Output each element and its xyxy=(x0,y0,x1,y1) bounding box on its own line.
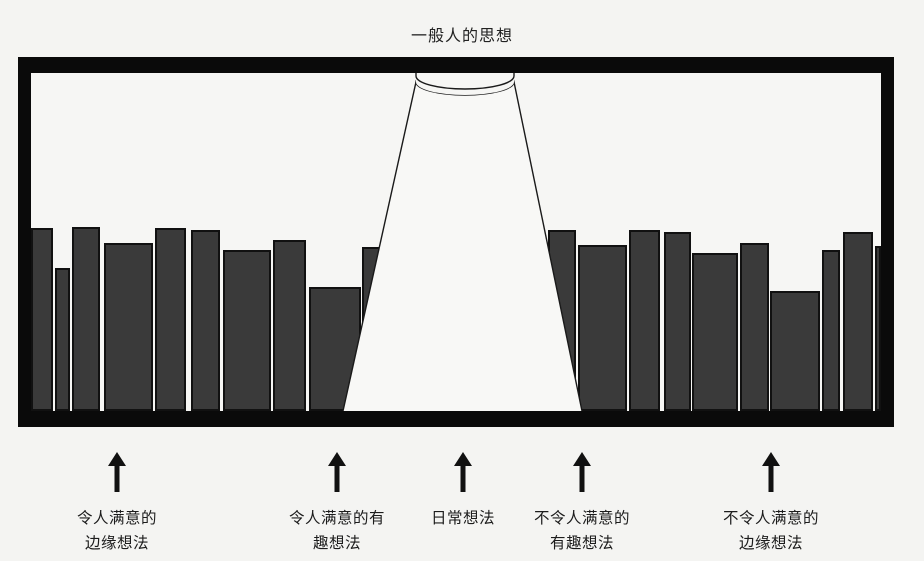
marker-label-line2: 边缘想法 xyxy=(84,534,149,552)
marker-label-line1: 令人满意的 xyxy=(76,509,157,527)
marker-label-line2: 有趣想法 xyxy=(549,534,614,552)
arrow-up-icon xyxy=(328,452,346,492)
book-right-9 xyxy=(875,246,881,411)
arrow-up-icon xyxy=(762,452,780,492)
book-right-4 xyxy=(692,253,738,411)
marker-label: 不令人满意的有趣想法 xyxy=(502,506,662,556)
marker-label-line2: 边缘想法 xyxy=(738,534,803,552)
arrow-up-icon xyxy=(573,452,591,492)
book-right-5 xyxy=(740,243,769,411)
book-right-1 xyxy=(578,245,627,411)
marker-label-line1: 不令人满意的 xyxy=(533,509,630,527)
book-left-4 xyxy=(155,228,186,411)
book-left-0 xyxy=(31,228,53,411)
marker-label-line2: 趣想法 xyxy=(312,534,361,552)
book-right-6 xyxy=(770,291,820,411)
marker-2: 日常想法 xyxy=(383,452,543,531)
marker-label-line1: 令人满意的有 xyxy=(288,509,385,527)
marker-4: 不令人满意的边缘想法 xyxy=(691,452,851,556)
book-right-7 xyxy=(822,250,840,411)
arrow-up-icon xyxy=(108,452,126,492)
marker-label: 令人满意的边缘想法 xyxy=(37,506,197,556)
marker-0: 令人满意的边缘想法 xyxy=(37,452,197,556)
book-left-5 xyxy=(191,230,220,411)
book-left-3 xyxy=(104,243,153,411)
marker-label-line1: 日常想法 xyxy=(430,509,495,527)
book-right-8 xyxy=(843,232,873,411)
marker-label: 不令人满意的边缘想法 xyxy=(691,506,851,556)
marker-label: 日常想法 xyxy=(383,506,543,531)
marker-1: 令人满意的有趣想法 xyxy=(257,452,417,556)
book-left-1 xyxy=(55,268,70,411)
marker-label: 令人满意的有趣想法 xyxy=(257,506,417,556)
book-left-2 xyxy=(72,227,100,411)
diagram-title: 一般人的思想 xyxy=(410,26,513,45)
marker-3: 不令人满意的有趣想法 xyxy=(502,452,662,556)
arrow-up-icon xyxy=(454,452,472,492)
book-left-7 xyxy=(273,240,306,411)
book-right-2 xyxy=(629,230,660,411)
marker-label-line1: 不令人满意的 xyxy=(722,509,819,527)
book-right-3 xyxy=(664,232,691,411)
book-left-6 xyxy=(223,250,271,411)
